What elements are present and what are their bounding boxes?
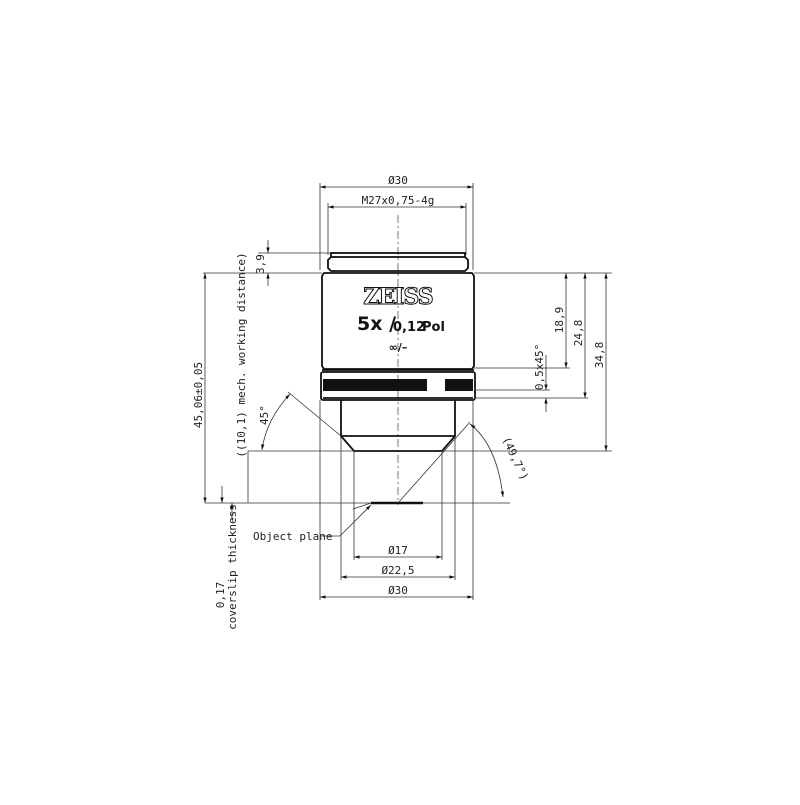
dim-parfocal: 45,06±0,05 xyxy=(192,272,258,503)
height-24-8-label: 24,8 xyxy=(572,320,585,347)
dia-22-5-label: Ø22,5 xyxy=(381,564,414,577)
object-plane: Object plane xyxy=(205,501,510,543)
dim-coverslip: 0,17 coverslip thickness xyxy=(214,486,239,630)
coverslip-value-label: 0,17 xyxy=(214,582,227,609)
working-distance-label: ((10,1) mech. working distance) xyxy=(235,252,248,457)
magnification-label: 5x / xyxy=(357,313,396,335)
parfocal-length-label: 45,06±0,05 xyxy=(192,362,205,428)
coverslip-label: coverslip thickness xyxy=(226,504,239,630)
angle-right: (49,7°) xyxy=(397,421,531,504)
dim-top-diameter: Ø30 xyxy=(319,174,474,270)
top-diameter-label: Ø30 xyxy=(388,174,408,187)
thread-height-label: 3,9 xyxy=(254,254,267,274)
objective-marking: 5x / 0,12 Pol ∞/– xyxy=(357,313,445,354)
objective-thread xyxy=(327,252,469,272)
correction-label: ∞/– xyxy=(389,341,408,354)
dim-thread: M27x0,75-4g xyxy=(327,194,467,255)
object-plane-label: Object plane xyxy=(253,530,332,543)
height-34-8-label: 34,8 xyxy=(593,342,606,369)
objective-body xyxy=(320,272,476,401)
thread-label: M27x0,75-4g xyxy=(362,194,435,207)
angle-right-label: (49,7°) xyxy=(499,435,530,483)
height-18-9-label: 18,9 xyxy=(553,307,566,334)
numerical-aperture-label: 0,12 xyxy=(393,320,425,335)
angle-left-label: 45° xyxy=(258,405,271,425)
dim-bottom-diameters: Ø17 Ø22,5 Ø30 xyxy=(319,400,474,600)
angle-left: 45° xyxy=(258,391,342,451)
dia-17-label: Ø17 xyxy=(388,544,408,557)
dim-working-distance: ((10,1) mech. working distance) xyxy=(235,252,249,503)
dim-chamfer: 0,5x45° xyxy=(474,344,550,412)
chamfer-label: 0,5x45° xyxy=(533,344,546,390)
dim-right-heights: 18,9 24,8 34,8 xyxy=(474,272,612,452)
dim-thread-height: 3,9 xyxy=(254,240,331,286)
pol-label: Pol xyxy=(422,320,445,335)
dia-30-bottom-label: Ø30 xyxy=(388,584,408,597)
brand-logo: ZEISS xyxy=(363,284,433,310)
